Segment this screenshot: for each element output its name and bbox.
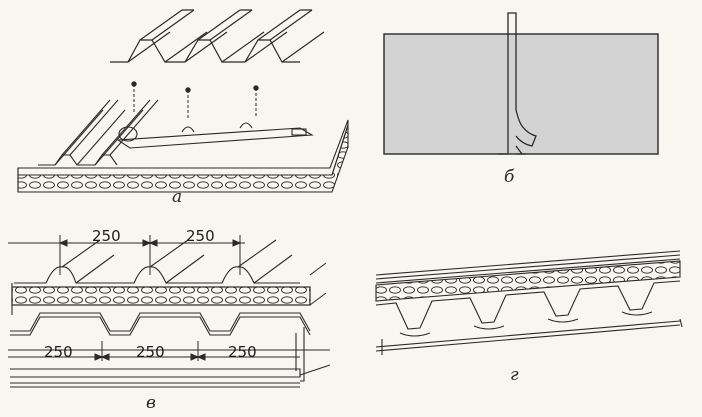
trapezoidal-deck <box>10 312 311 336</box>
figure-v: 250 250 250 250 250 в <box>0 215 360 417</box>
figure-a: а <box>0 0 360 215</box>
figure-g-drawing <box>375 250 683 355</box>
figure-b: б <box>380 0 702 215</box>
inclined-insulation <box>375 260 681 302</box>
insulation-slab <box>17 119 349 193</box>
sandwich-panel <box>383 33 659 155</box>
figure-a-caption: а <box>172 187 183 207</box>
top-dimension-lines <box>8 235 245 275</box>
figure-b-drawing <box>383 12 659 155</box>
bottom-dimension-1: 250 <box>44 343 73 361</box>
bottom-dimension-2: 250 <box>136 343 165 361</box>
insulation-panel <box>11 262 327 315</box>
figure-v-drawing <box>8 235 331 388</box>
figure-a-drawing <box>17 9 349 193</box>
figure-g: г <box>360 215 702 417</box>
fastener-screws <box>131 81 259 118</box>
bottom-dimension-lines <box>8 341 330 361</box>
bottom-dimension-3: 250 <box>228 343 257 361</box>
installed-sheet-left <box>38 99 159 166</box>
ribbed-deck-detail <box>399 311 653 337</box>
support-beam <box>10 327 331 388</box>
lower-chord <box>375 318 683 355</box>
roof-corrugation <box>14 239 300 284</box>
clip-strip <box>116 122 314 149</box>
figure-b-caption: б <box>504 167 515 187</box>
profiled-deck <box>375 280 681 330</box>
top-dimension-2: 250 <box>186 227 215 245</box>
figure-g-caption: г <box>510 365 519 385</box>
figure-v-caption: в <box>146 393 156 413</box>
roof-layers <box>375 250 681 284</box>
top-dimension-1: 250 <box>92 227 121 245</box>
standing-seam-profile <box>498 12 537 155</box>
corrugated-sheet-top <box>110 9 325 63</box>
